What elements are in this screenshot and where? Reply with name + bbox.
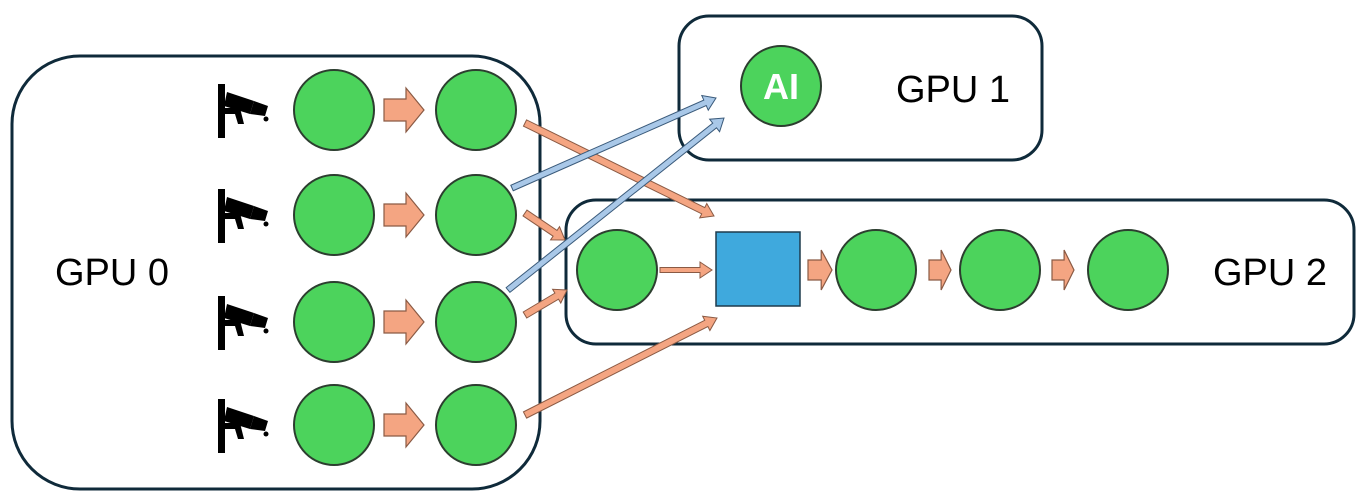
merge-node [576, 229, 658, 311]
process-node [435, 384, 517, 466]
chain-node [959, 229, 1041, 311]
gpu1-label: GPU 1 [896, 69, 1010, 111]
process-node [435, 281, 517, 363]
camera-row [218, 384, 517, 466]
gpu0-label: GPU 0 [55, 252, 169, 294]
block-arrow [807, 249, 833, 291]
process-node [435, 174, 517, 256]
process-node [435, 69, 517, 151]
connector-arrow-blue [505, 117, 725, 294]
camera-row [218, 69, 517, 151]
connector-arrow [522, 288, 568, 319]
camera-row [218, 281, 517, 363]
block-arrow [928, 249, 952, 291]
connector-arrows [505, 94, 725, 419]
gpu2-chain [576, 229, 1169, 311]
block-arrow [383, 401, 425, 449]
connector-arrow [659, 261, 713, 279]
decode-node [293, 69, 375, 151]
decode-node [293, 281, 375, 363]
decode-node [293, 174, 375, 256]
connector-arrow [522, 119, 715, 219]
camera-rows [218, 69, 517, 466]
camera-row [218, 174, 517, 256]
block-arrow [383, 298, 425, 346]
batch-square [715, 231, 801, 307]
chain-node [1087, 229, 1169, 311]
ai-node-label: AI [763, 66, 799, 107]
connector-arrow [522, 315, 718, 419]
ai-node [740, 45, 822, 127]
block-arrow [383, 86, 425, 134]
gpu0-box [10, 54, 542, 491]
connector-arrow [522, 209, 566, 241]
chain-node [835, 229, 917, 311]
decode-node [293, 384, 375, 466]
connector-arrow-blue [510, 94, 717, 192]
block-arrow [1051, 249, 1075, 291]
gpu2-label: GPU 2 [1213, 252, 1327, 294]
block-arrow [383, 191, 425, 239]
